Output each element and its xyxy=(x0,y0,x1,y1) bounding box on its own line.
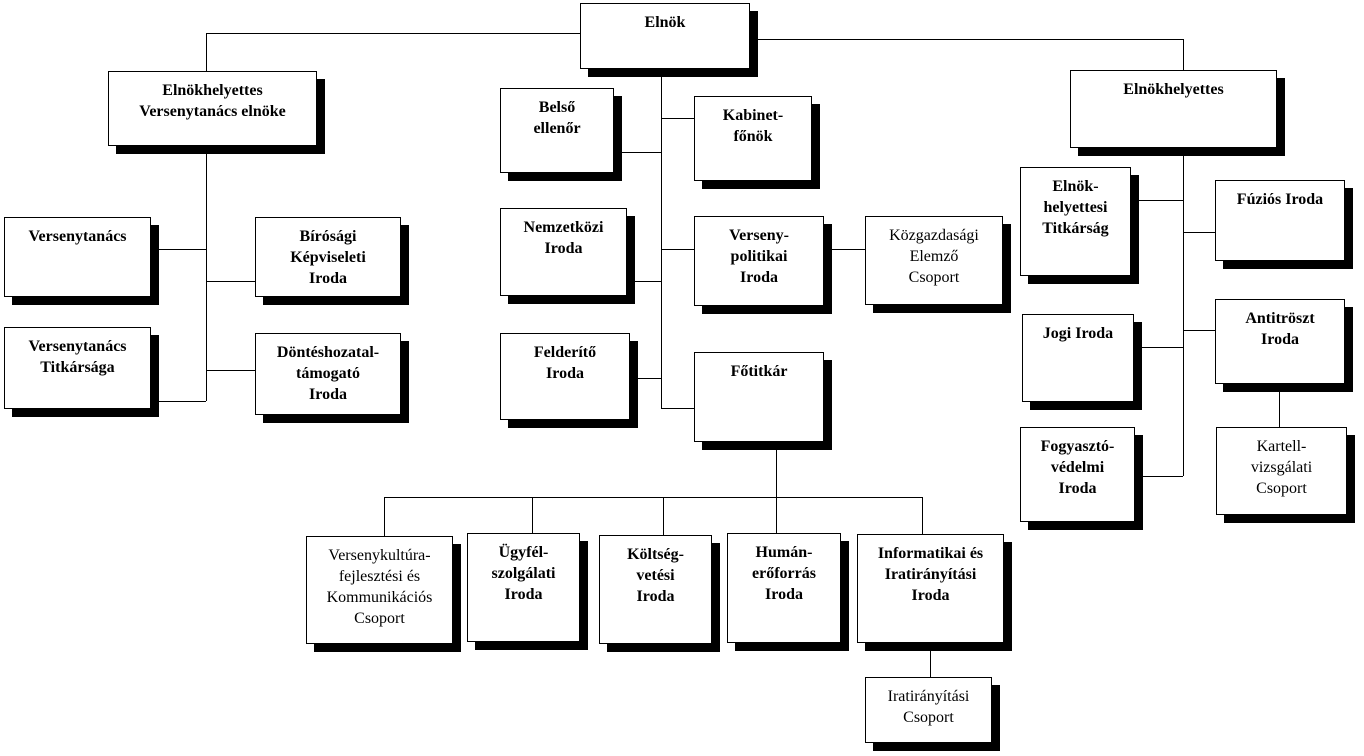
org-unit-informatikai: Informatikai és Iratirányítási Iroda xyxy=(857,534,1004,643)
connector-line xyxy=(776,497,777,533)
org-unit-fogyaszto: Fogyasztó- védelmi Iroda xyxy=(1020,427,1135,522)
org-unit-birosagi: Bírósági Képviseleti Iroda xyxy=(255,217,401,297)
connector-line xyxy=(630,378,661,379)
org-unit-ugyfel: Ügyfél- szolgálati Iroda xyxy=(467,533,580,642)
connector-line xyxy=(1131,200,1183,201)
connector-line xyxy=(206,370,255,371)
org-unit-elnok: Elnök xyxy=(580,3,750,69)
connector-line xyxy=(824,249,865,250)
connector-line xyxy=(1183,39,1184,70)
connector-line xyxy=(384,497,385,536)
org-unit-vt-titkarsag: Versenytanács Titkársága xyxy=(4,327,151,409)
org-unit-kabinet: Kabinet- főnök xyxy=(694,96,812,181)
connector-line xyxy=(151,401,206,402)
connector-line xyxy=(750,39,1183,40)
org-unit-belso: Belső ellenőr xyxy=(500,88,614,173)
connector-line xyxy=(1279,384,1280,427)
org-unit-nemzetkozi: Nemzetközi Iroda xyxy=(500,208,627,296)
connector-line xyxy=(206,146,207,401)
connector-line xyxy=(614,152,661,153)
org-unit-vh-vt: Elnökhelyettes Versenytanács elnöke xyxy=(108,71,317,146)
org-unit-felderito: Felderítő Iroda xyxy=(500,333,630,420)
connector-line xyxy=(1134,347,1183,348)
connector-line xyxy=(661,118,694,119)
connector-line xyxy=(661,69,662,408)
connector-line xyxy=(532,497,533,533)
org-unit-versenypol: Verseny- politikai Iroda xyxy=(694,216,824,306)
org-unit-kartell: Kartell- vizsgálati Csoport xyxy=(1216,427,1347,515)
connector-line xyxy=(661,249,694,250)
connector-line xyxy=(776,442,777,497)
connector-line xyxy=(663,497,664,535)
connector-line xyxy=(151,249,206,250)
connector-line xyxy=(1183,148,1184,476)
org-unit-jogi: Jogi Iroda xyxy=(1022,314,1134,402)
connector-line xyxy=(206,33,580,34)
connector-line xyxy=(1135,476,1183,477)
connector-line xyxy=(661,408,694,409)
org-unit-iratiranyitasi: Iratirányítási Csoport xyxy=(865,677,992,743)
connector-line xyxy=(922,497,923,534)
connector-line xyxy=(206,281,255,282)
org-unit-antitroszt: Antitröszt Iroda xyxy=(1215,299,1345,384)
org-unit-donteshozatal: Döntéshozatal- támogató Iroda xyxy=(255,333,401,415)
org-unit-versenytanacs: Versenytanács xyxy=(4,217,151,297)
org-unit-vh-titkarsag: Elnök- helyettesi Titkárság xyxy=(1020,167,1131,276)
org-unit-vh-right: Elnökhelyettes xyxy=(1070,70,1277,148)
connector-line xyxy=(930,643,931,677)
org-unit-kozgazd: Közgazdasági Elemző Csoport xyxy=(865,216,1003,305)
org-unit-versenykultura: Versenykultúra- fejlesztési és Kommuniká… xyxy=(306,536,453,644)
org-unit-koltseg: Költség- vetési Iroda xyxy=(599,535,712,644)
org-unit-fuzios: Fúziós Iroda xyxy=(1215,180,1345,261)
org-unit-human: Humán- erőforrás Iroda xyxy=(727,533,841,643)
org-unit-fotitkar: Főtitkár xyxy=(694,352,824,442)
connector-line xyxy=(384,497,922,498)
connector-line xyxy=(1183,232,1215,233)
connector-line xyxy=(1183,330,1215,331)
connector-line xyxy=(627,281,661,282)
connector-line xyxy=(206,33,207,71)
